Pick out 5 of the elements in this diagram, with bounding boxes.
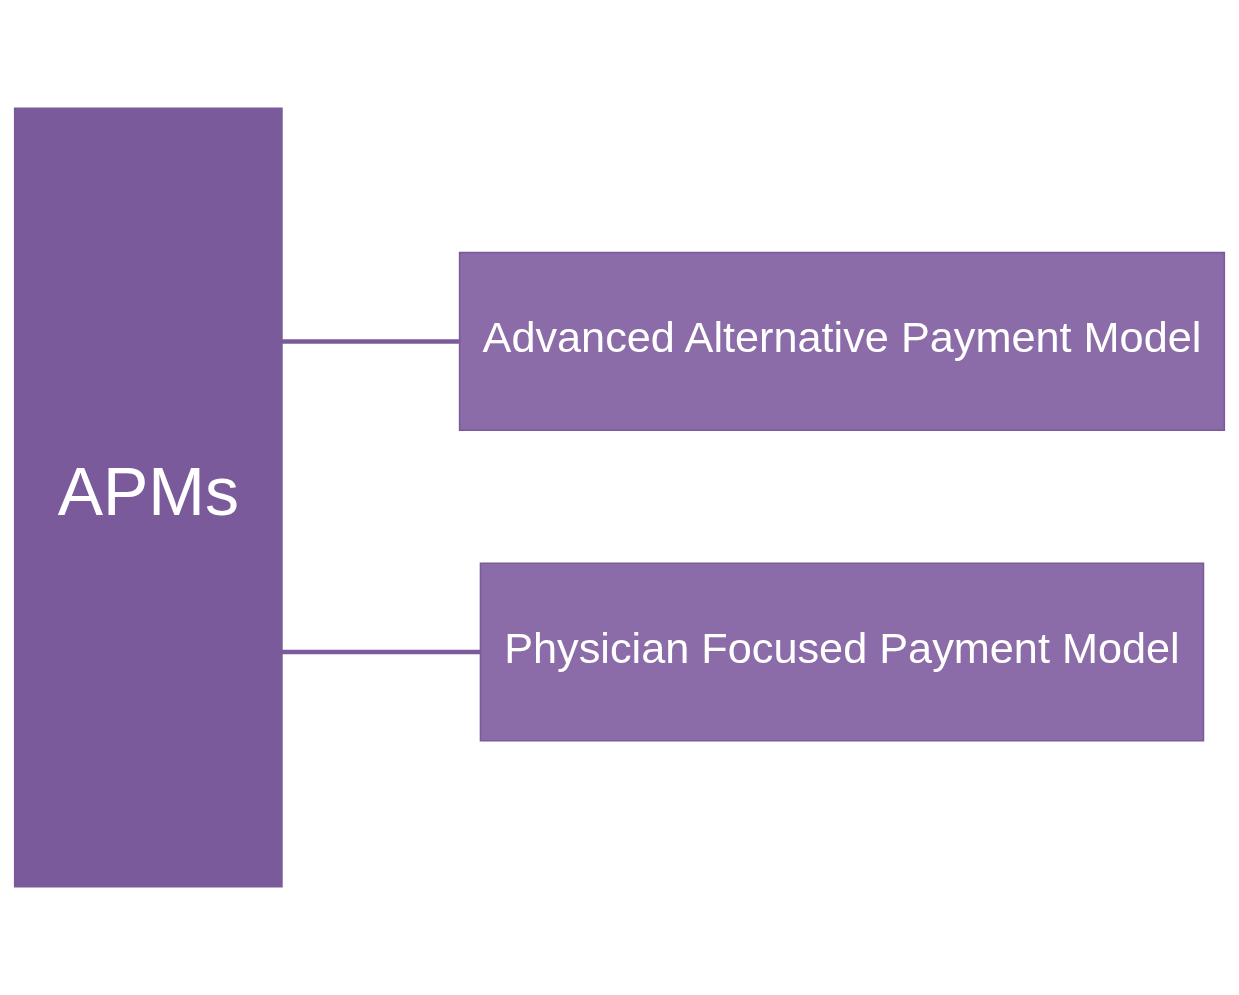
connector xyxy=(282,339,459,344)
node-box: APMs xyxy=(13,107,283,888)
node-box: Physician Focused Payment Model xyxy=(479,562,1205,742)
connector xyxy=(282,649,481,655)
node-box: Advanced Alternative Payment Model xyxy=(458,251,1226,432)
